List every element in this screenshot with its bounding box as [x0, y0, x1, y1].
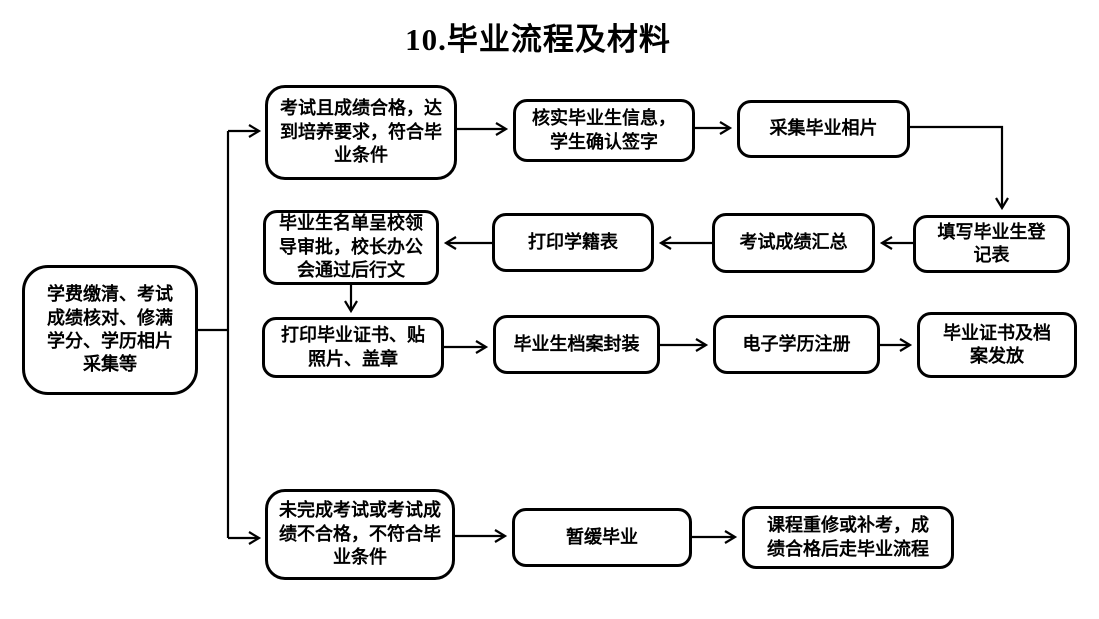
node-e-registration: 电子学历注册	[713, 315, 880, 374]
node-label: 毕业生名单呈校领 导审批，校长办公 会通过后行文	[279, 213, 423, 281]
connector-photo-to-registration	[910, 125, 1009, 211]
node-issue: 毕业证书及档 案发放	[917, 312, 1077, 378]
node-print-record: 打印学籍表	[492, 213, 654, 272]
node-label: 核实毕业生信息， 学生确认签字	[532, 108, 676, 152]
diagram-title: 10.毕业流程及材料	[405, 22, 671, 57]
node-label: 暂缓毕业	[566, 526, 638, 547]
node-label: 填写毕业生登 记表	[937, 221, 1046, 265]
node-registration-form: 填写毕业生登 记表	[913, 215, 1070, 273]
node-postpone: 暂缓毕业	[512, 508, 692, 567]
node-print-certificate: 打印毕业证书、贴 照片、盖章	[262, 317, 444, 378]
node-label: 毕业生档案封装	[513, 333, 640, 354]
node-archive-seal: 毕业生档案封装	[493, 315, 660, 374]
node-label: 电子学历注册	[742, 333, 851, 354]
node-verify-info: 核实毕业生信息， 学生确认签字	[513, 99, 695, 162]
node-label: 打印学籍表	[528, 231, 618, 252]
node-score-summary: 考试成绩汇总	[712, 213, 875, 273]
node-label: 课程重修或补考，成 绩合格后走毕业流程	[767, 515, 929, 559]
node-label: 毕业证书及档 案发放	[943, 322, 1051, 366]
node-label: 考试且成绩合格，达 到培养要求，符合毕 业条件	[280, 98, 442, 166]
node-exam-fail: 未完成考试或考试成 绩不合格，不符合毕 业条件	[265, 489, 455, 580]
node-entry-prerequisites: 学费缴清、考试 成绩核对、修满 学分、学历相片 采集等	[22, 265, 198, 395]
node-approval: 毕业生名单呈校领 导审批，校长办公 会通过后行文	[263, 210, 439, 285]
node-label: 打印毕业证书、贴 照片、盖章	[281, 325, 425, 369]
node-label: 采集毕业相片	[769, 118, 878, 139]
node-photo-collect: 采集毕业相片	[737, 100, 910, 158]
node-retake: 课程重修或补考，成 绩合格后走毕业流程	[742, 506, 954, 569]
node-label: 未完成考试或考试成 绩不合格，不符合毕 业条件	[279, 500, 441, 568]
node-exam-pass: 考试且成绩合格，达 到培养要求，符合毕 业条件	[265, 85, 457, 180]
node-label: 学费缴清、考试 成绩核对、修满 学分、学历相片 采集等	[47, 284, 173, 375]
node-label: 考试成绩汇总	[739, 232, 848, 253]
